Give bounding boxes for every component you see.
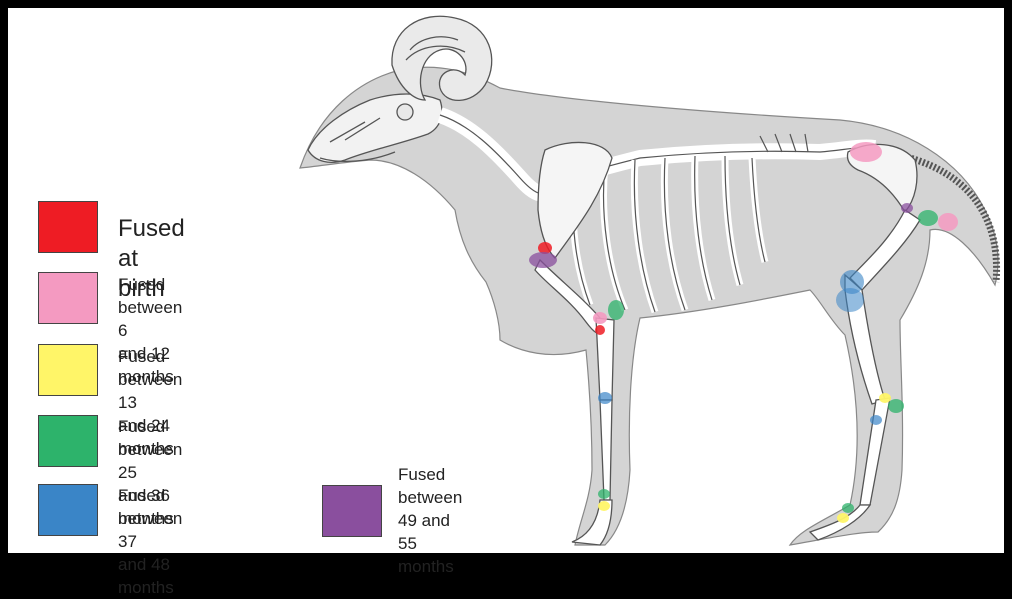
legend-swatch-red bbox=[38, 201, 98, 253]
legend-label: Fused between 37 and 48 months bbox=[118, 484, 182, 599]
legend-swatch-purple bbox=[322, 485, 382, 537]
legend-swatch-pink bbox=[38, 272, 98, 324]
horn-curl-icon bbox=[392, 16, 492, 100]
legend-swatch-blue bbox=[38, 484, 98, 536]
legend-swatch-yellow bbox=[38, 344, 98, 396]
legend-swatch-green bbox=[38, 415, 98, 467]
figure-frame: Fused at birth Fused between 6 and 12 mo… bbox=[8, 8, 1004, 553]
